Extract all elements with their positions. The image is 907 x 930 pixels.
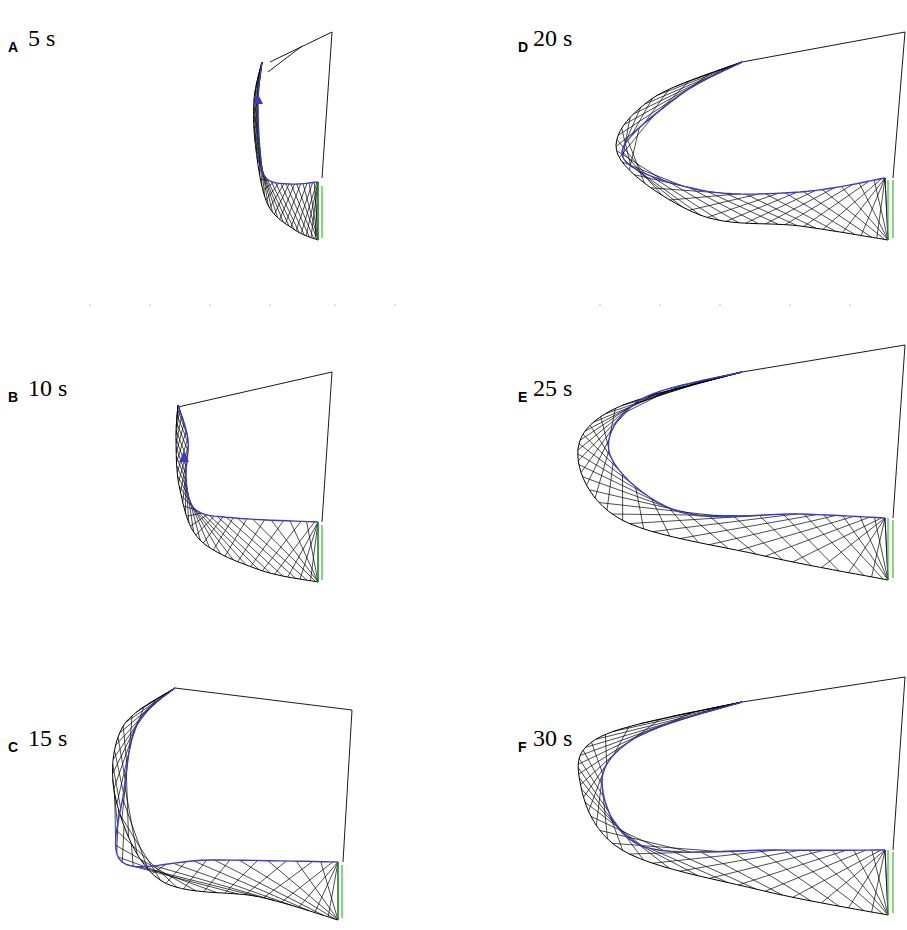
net-headline xyxy=(116,688,338,867)
net-headline xyxy=(258,62,318,184)
rope-line xyxy=(343,710,352,862)
net-mesh xyxy=(578,702,888,915)
rope-line xyxy=(268,46,302,72)
footrope-line xyxy=(321,525,322,580)
net-lower-edge xyxy=(254,62,318,240)
rope-line xyxy=(742,345,905,372)
net-headline xyxy=(178,405,318,522)
rope-line xyxy=(742,32,905,62)
rope-line xyxy=(178,372,332,407)
footrope-line xyxy=(317,522,318,582)
rope-line xyxy=(893,345,905,518)
panel-letter: A xyxy=(8,40,18,54)
rope-line xyxy=(322,32,332,178)
panel-letter: D xyxy=(518,40,528,54)
rope-line xyxy=(742,677,905,702)
net-lower-edge xyxy=(616,62,888,240)
net-panel xyxy=(578,677,905,915)
float-marker xyxy=(253,94,263,104)
net-mesh xyxy=(254,62,318,240)
net-panel xyxy=(616,32,905,240)
rope-line xyxy=(175,688,352,710)
time-label: 30 s xyxy=(533,726,572,750)
net-lower-edge xyxy=(176,405,318,582)
footrope-line xyxy=(337,862,338,920)
rope-line xyxy=(322,372,332,522)
time-label: 5 s xyxy=(28,26,55,50)
net-panel xyxy=(113,688,353,920)
separator-dots xyxy=(89,304,851,306)
net-headline xyxy=(622,62,885,194)
rope-line xyxy=(893,32,905,178)
net-lower-edge xyxy=(578,702,888,915)
footrope-line xyxy=(892,852,893,913)
panel-letter: E xyxy=(518,390,527,404)
footrope-line xyxy=(341,865,342,918)
net-panel xyxy=(176,372,332,582)
footrope-line xyxy=(892,180,893,238)
net-panel xyxy=(253,32,332,240)
time-label: 20 s xyxy=(533,26,572,50)
net-panel xyxy=(578,345,905,580)
float-marker xyxy=(179,452,189,462)
panel-letter: C xyxy=(8,740,18,754)
rope-line xyxy=(893,677,905,850)
net-lower-edge xyxy=(113,688,338,920)
time-label: 25 s xyxy=(533,376,572,400)
footrope-line xyxy=(887,850,888,915)
net-headline xyxy=(602,702,885,852)
footrope-line xyxy=(321,186,322,238)
net-mesh xyxy=(578,372,888,580)
net-headline xyxy=(608,372,885,518)
net-mesh xyxy=(176,405,318,582)
footrope-line xyxy=(317,182,318,240)
time-label: 15 s xyxy=(28,726,67,750)
footrope-line xyxy=(887,518,888,580)
panel-letter: B xyxy=(8,390,18,404)
footrope-line xyxy=(892,520,893,578)
net-mesh xyxy=(616,62,888,240)
net-lower-edge xyxy=(578,372,888,580)
footrope-line xyxy=(887,180,888,240)
net-mesh xyxy=(113,688,339,920)
time-label: 10 s xyxy=(28,376,67,400)
panel-letter: F xyxy=(518,740,527,754)
